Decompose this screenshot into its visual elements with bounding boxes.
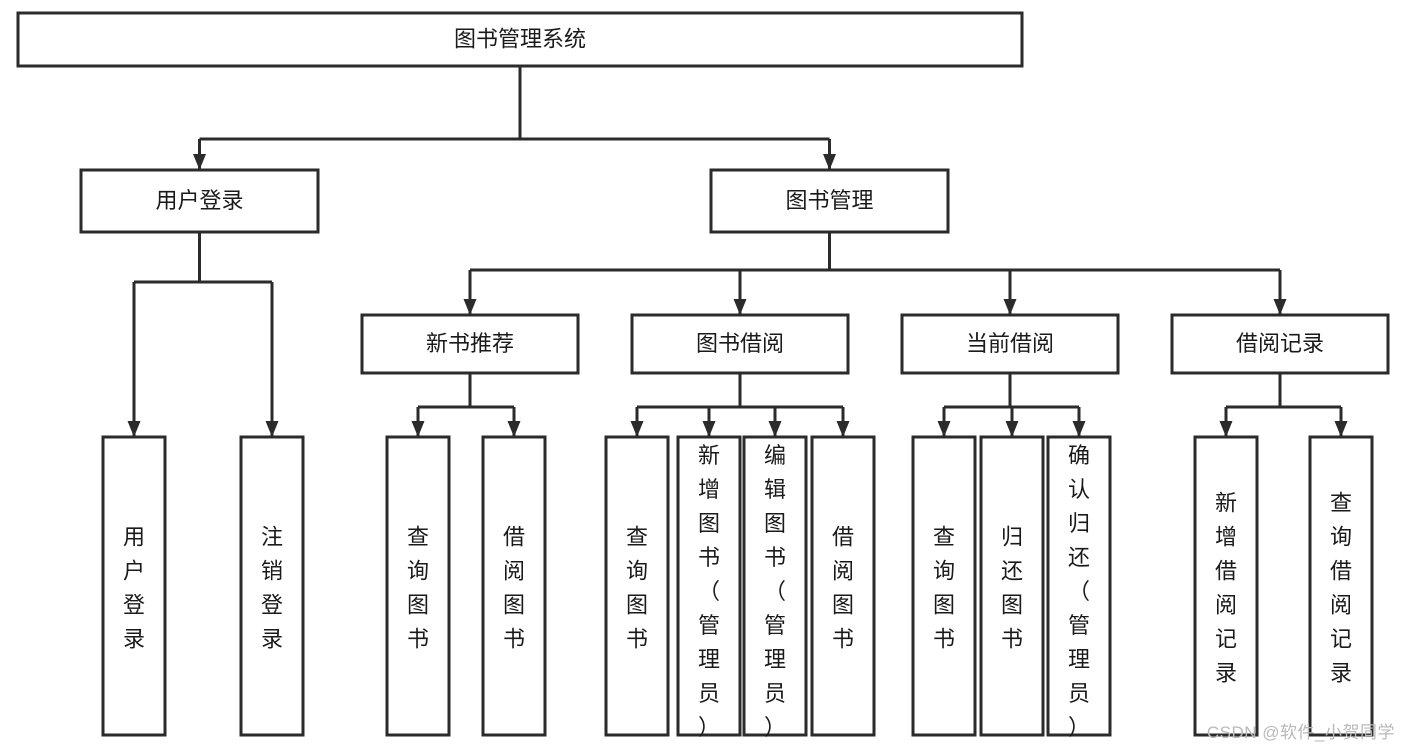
node-box-leaf-add-book[interactable] bbox=[676, 435, 742, 737]
node-label-user-login: 用户登录 bbox=[155, 188, 243, 213]
node-leaf-confirm-return[interactable]: 确认归还（管理员） bbox=[1046, 435, 1112, 740]
node-label-leaf-user-login: 用户登录 bbox=[123, 525, 145, 652]
node-box-leaf-edit-book[interactable] bbox=[742, 435, 808, 737]
arrow-head-icon bbox=[937, 421, 951, 437]
node-box-root[interactable] bbox=[16, 11, 1024, 68]
node-box-leaf-return-book[interactable] bbox=[979, 435, 1045, 737]
arrow-head-icon bbox=[1072, 421, 1086, 437]
node-book-borrow[interactable]: 图书借阅 bbox=[630, 313, 850, 375]
node-leaf-user-login[interactable]: 用户登录 bbox=[101, 435, 167, 737]
node-leaf-return-book[interactable]: 归还图书 bbox=[979, 435, 1045, 737]
node-label-borrow-record: 借阅记录 bbox=[1236, 331, 1324, 356]
node-label-leaf-add-record: 新增借阅记录 bbox=[1215, 491, 1237, 686]
node-leaf-edit-book[interactable]: 编辑图书（管理员） bbox=[742, 435, 808, 740]
arrow-head-icon bbox=[1003, 299, 1017, 315]
node-box-leaf-confirm-return[interactable] bbox=[1046, 435, 1112, 737]
node-leaf-query-book-borrow[interactable]: 查询图书 bbox=[604, 435, 670, 737]
node-box-leaf-add-record[interactable] bbox=[1193, 435, 1259, 737]
node-label-leaf-user-logout: 注销登录 bbox=[261, 525, 283, 652]
node-label-root: 图书管理系统 bbox=[454, 26, 586, 51]
node-label-leaf-confirm-return: 确认归还（管理员） bbox=[1068, 443, 1090, 740]
edge-group-root bbox=[193, 66, 836, 170]
node-label-leaf-edit-book: 编辑图书（管理员） bbox=[764, 443, 786, 740]
node-label-current-borrow: 当前借阅 bbox=[966, 331, 1054, 356]
edge-group-current-borrow bbox=[937, 373, 1086, 437]
edge-group-book-borrow bbox=[630, 373, 850, 437]
edge-group-book-manage bbox=[463, 232, 1287, 315]
node-box-book-manage[interactable] bbox=[709, 168, 950, 234]
node-box-leaf-user-logout[interactable] bbox=[239, 435, 305, 737]
node-label-leaf-query-record: 查询借阅记录 bbox=[1330, 491, 1352, 686]
arrow-head-icon bbox=[193, 154, 206, 170]
arrow-head-icon bbox=[1273, 299, 1287, 315]
edge-group-borrow-record bbox=[1219, 373, 1348, 437]
node-box-leaf-user-login[interactable] bbox=[101, 435, 167, 737]
node-box-book-borrow[interactable] bbox=[630, 313, 850, 375]
arrow-head-icon bbox=[1219, 421, 1233, 437]
node-label-book-borrow: 图书借阅 bbox=[696, 331, 784, 356]
arrow-head-icon bbox=[507, 421, 521, 437]
node-box-leaf-query-book-cur[interactable] bbox=[911, 435, 977, 737]
arrow-head-icon bbox=[823, 154, 836, 170]
node-leaf-user-logout[interactable]: 注销登录 bbox=[239, 435, 305, 737]
node-root[interactable]: 图书管理系统 bbox=[16, 11, 1024, 68]
edge-group-new-book-rec bbox=[411, 373, 521, 437]
node-label-leaf-add-book: 新增图书（管理员） bbox=[698, 443, 720, 740]
node-leaf-add-record[interactable]: 新增借阅记录 bbox=[1193, 435, 1259, 737]
node-leaf-query-book-cur[interactable]: 查询图书 bbox=[911, 435, 977, 737]
arrow-head-icon bbox=[702, 421, 716, 437]
node-box-leaf-borrow-book-rec[interactable] bbox=[481, 435, 547, 737]
node-leaf-add-book[interactable]: 新增图书（管理员） bbox=[676, 435, 742, 740]
node-box-leaf-query-record[interactable] bbox=[1308, 435, 1374, 737]
node-label-leaf-query-book-borrow: 查询图书 bbox=[626, 525, 648, 652]
node-leaf-query-record[interactable]: 查询借阅记录 bbox=[1308, 435, 1374, 737]
connector-layer bbox=[127, 66, 1348, 437]
arrow-head-icon bbox=[768, 421, 782, 437]
node-borrow-record[interactable]: 借阅记录 bbox=[1170, 313, 1390, 375]
node-leaf-borrow-book-rec[interactable]: 借阅图书 bbox=[481, 435, 547, 737]
node-box-current-borrow[interactable] bbox=[900, 313, 1120, 375]
arrow-head-icon bbox=[127, 421, 141, 437]
node-box-new-book-rec[interactable] bbox=[360, 313, 580, 375]
arrow-head-icon bbox=[411, 421, 425, 437]
arrow-head-icon bbox=[1334, 421, 1348, 437]
node-box-borrow-record[interactable] bbox=[1170, 313, 1390, 375]
arrow-head-icon bbox=[1005, 421, 1019, 437]
edge-group-user-login bbox=[127, 232, 279, 437]
watermark-text: CSDN @软件_小贺同学 bbox=[1206, 723, 1395, 742]
node-user-login[interactable]: 用户登录 bbox=[79, 168, 320, 234]
arrow-head-icon bbox=[463, 299, 477, 315]
node-label-book-manage: 图书管理 bbox=[785, 188, 873, 213]
arrow-head-icon bbox=[836, 421, 850, 437]
node-label-leaf-borrow-book-rec: 借阅图书 bbox=[503, 525, 525, 652]
node-label-leaf-borrow-book: 借阅图书 bbox=[832, 525, 854, 652]
node-book-manage[interactable]: 图书管理 bbox=[709, 168, 950, 234]
node-leaf-borrow-book[interactable]: 借阅图书 bbox=[810, 435, 876, 737]
arrow-head-icon bbox=[733, 299, 747, 315]
node-box-leaf-query-book-rec[interactable] bbox=[385, 435, 451, 737]
node-box-leaf-borrow-book[interactable] bbox=[810, 435, 876, 737]
arrow-head-icon bbox=[265, 421, 279, 437]
node-new-book-rec[interactable]: 新书推荐 bbox=[360, 313, 580, 375]
arrow-head-icon bbox=[630, 421, 644, 437]
node-leaf-query-book-rec[interactable]: 查询图书 bbox=[385, 435, 451, 737]
node-label-leaf-query-book-cur: 查询图书 bbox=[933, 525, 955, 652]
node-box-user-login[interactable] bbox=[79, 168, 320, 234]
node-label-leaf-return-book: 归还图书 bbox=[1001, 525, 1023, 652]
node-layer: 图书管理系统用户登录图书管理新书推荐图书借阅当前借阅借阅记录用户登录注销登录查询… bbox=[16, 11, 1390, 740]
node-box-leaf-query-book-borrow[interactable] bbox=[604, 435, 670, 737]
node-label-new-book-rec: 新书推荐 bbox=[426, 331, 514, 356]
node-label-leaf-query-book-rec: 查询图书 bbox=[407, 525, 429, 652]
node-current-borrow[interactable]: 当前借阅 bbox=[900, 313, 1120, 375]
